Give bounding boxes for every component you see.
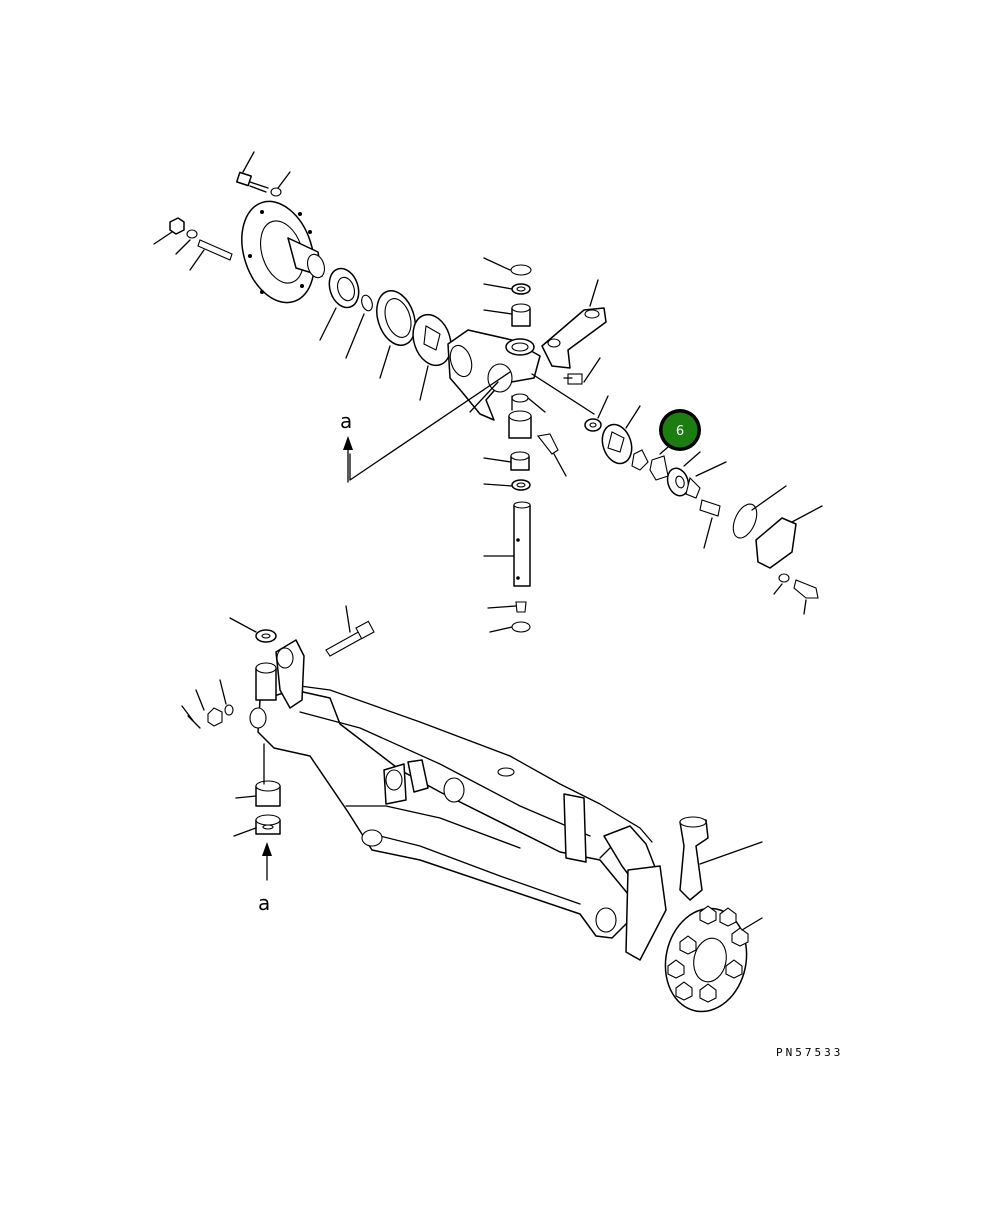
callout-number: 6 xyxy=(676,424,684,439)
axle-assembly-view: a xyxy=(181,605,763,1013)
right-knuckle-hub xyxy=(603,816,763,1013)
view-label-top: a xyxy=(340,409,352,433)
kingpin-stack xyxy=(483,257,546,633)
view-arrow-bottom: a xyxy=(258,842,272,915)
view-arrow-top: a xyxy=(340,409,353,483)
hub-bolt-top xyxy=(235,151,291,197)
pivot-bolt-set xyxy=(181,605,375,729)
hub-bearing xyxy=(319,267,360,341)
grease-fitting xyxy=(536,433,567,477)
pivot-bushings xyxy=(233,743,281,837)
view-label-bottom: a xyxy=(258,891,270,915)
axle-pivot-boss xyxy=(249,639,305,729)
steering-knuckle xyxy=(447,329,541,421)
steering-arm xyxy=(541,279,607,369)
arm-bolt xyxy=(563,357,601,385)
wheel-stud-nut xyxy=(153,217,233,271)
o-ring xyxy=(345,294,373,359)
spider-gear-left xyxy=(412,313,452,401)
beam-brackets xyxy=(383,759,587,863)
axle-beam xyxy=(257,685,653,939)
hub-flange xyxy=(241,200,326,304)
cover-parts-right xyxy=(584,395,823,615)
knuckle-exploded-view: a 6 xyxy=(153,151,823,633)
leader-lines xyxy=(349,371,595,481)
oil-seal xyxy=(376,290,416,379)
drawing-code: PN57533 xyxy=(776,1046,843,1059)
callout-marker-6[interactable]: 6 xyxy=(659,409,701,451)
